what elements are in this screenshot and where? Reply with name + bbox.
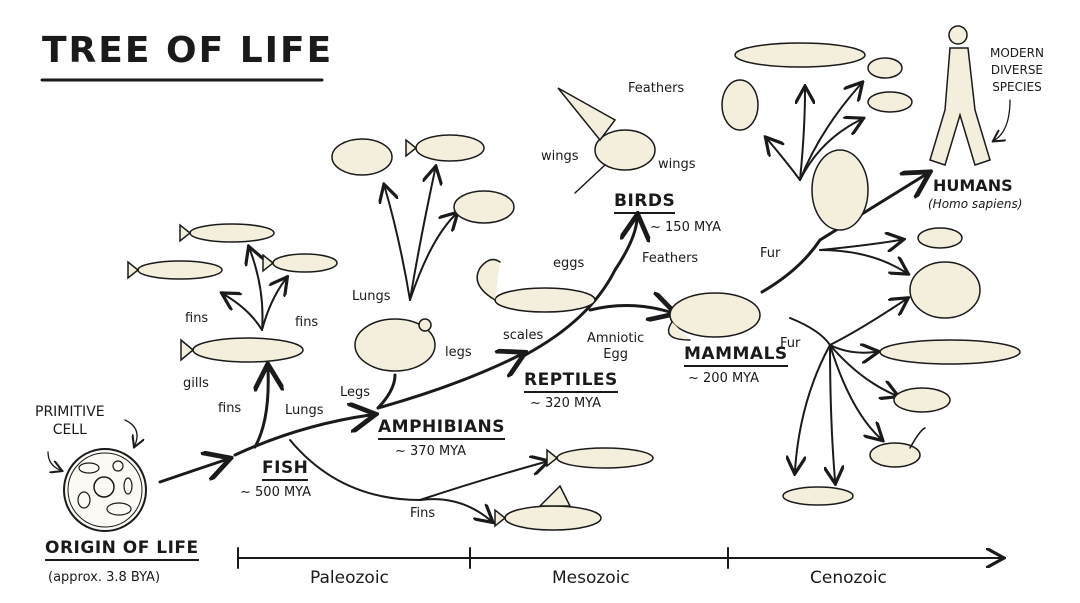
reptiles-heading: REPTILES	[524, 370, 618, 393]
fish-main-icon	[180, 337, 304, 363]
scales-label: scales	[503, 328, 544, 343]
era-paleozoic: Paleozoic	[310, 568, 389, 588]
mouse-icon	[917, 227, 963, 249]
fur-label: Fur	[780, 336, 801, 351]
humans-species: (Homo sapiens)	[928, 197, 1023, 211]
page-title: TREE OF LIFE	[42, 30, 334, 71]
legs-label: Legs	[340, 385, 371, 400]
amphibians-age: ~ 370 MYA	[395, 444, 467, 459]
birds-heading: BIRDS	[614, 191, 676, 214]
fish-icon	[127, 260, 223, 280]
anteater-icon	[782, 486, 854, 506]
fish-icon	[546, 447, 654, 469]
frog-main-icon	[354, 318, 436, 372]
fins-label: fins	[295, 315, 319, 330]
shrew-icon	[667, 292, 761, 341]
fins-label: fins	[185, 311, 209, 326]
cat-icon	[909, 261, 981, 319]
humans-heading: HUMANS	[933, 176, 1013, 195]
fish-lungs-label: Lungs	[285, 403, 324, 418]
ape-icon	[811, 149, 869, 231]
amphibians-heading: AMPHIBIANS	[378, 417, 505, 440]
feathers-label: Feathers	[628, 81, 685, 96]
lungs-label: Lungs	[352, 289, 391, 304]
mammals-age: ~ 200 MYA	[688, 371, 760, 386]
wings-label: wings	[541, 149, 579, 164]
primitive-cell-icon	[63, 448, 147, 532]
gills-label: gills	[183, 376, 209, 391]
minor-branch-lines	[225, 85, 905, 520]
mouse-icon	[867, 57, 903, 79]
lizard-icon	[476, 258, 596, 313]
era-cenozoic: Cenozoic	[810, 568, 887, 588]
timeline-axis	[237, 547, 1000, 569]
fish-icon	[405, 134, 485, 162]
fish-icon	[262, 253, 338, 273]
fur-label: Fur	[760, 246, 781, 261]
birds-age: ~ 150 MYA	[650, 220, 722, 235]
fish-icon	[179, 223, 275, 243]
mouse-icon	[867, 91, 913, 113]
mouse-icon	[893, 387, 951, 413]
fins-branch-label: Fins	[410, 506, 436, 521]
legs-label: legs	[445, 345, 472, 360]
fish-age: ~ 500 MYA	[240, 485, 312, 500]
whale-icon	[734, 42, 866, 68]
bird-icon	[557, 87, 656, 194]
fish-icon	[494, 484, 602, 531]
origin-age: (approx. 3.8 BYA)	[48, 570, 161, 585]
whale-icon	[879, 339, 1021, 365]
wings-label: wings	[658, 157, 696, 172]
fish-fins-label: fins	[218, 401, 242, 416]
human-icon	[929, 25, 991, 166]
origin-heading: ORIGIN OF LIFE	[45, 538, 199, 561]
cat-icon	[721, 79, 759, 131]
frog-icon	[453, 190, 515, 224]
dinosaur-icon	[869, 427, 926, 468]
mammals-heading: MAMMALS	[684, 344, 788, 367]
frog-icon	[331, 138, 393, 176]
feathers-label: Feathers	[642, 251, 699, 266]
branch-lines	[158, 175, 925, 484]
era-mesozoic: Mesozoic	[552, 568, 630, 588]
reptiles-age: ~ 320 MYA	[530, 396, 602, 411]
eggs-label: eggs	[553, 256, 585, 271]
fish-heading: FISH	[262, 458, 309, 481]
